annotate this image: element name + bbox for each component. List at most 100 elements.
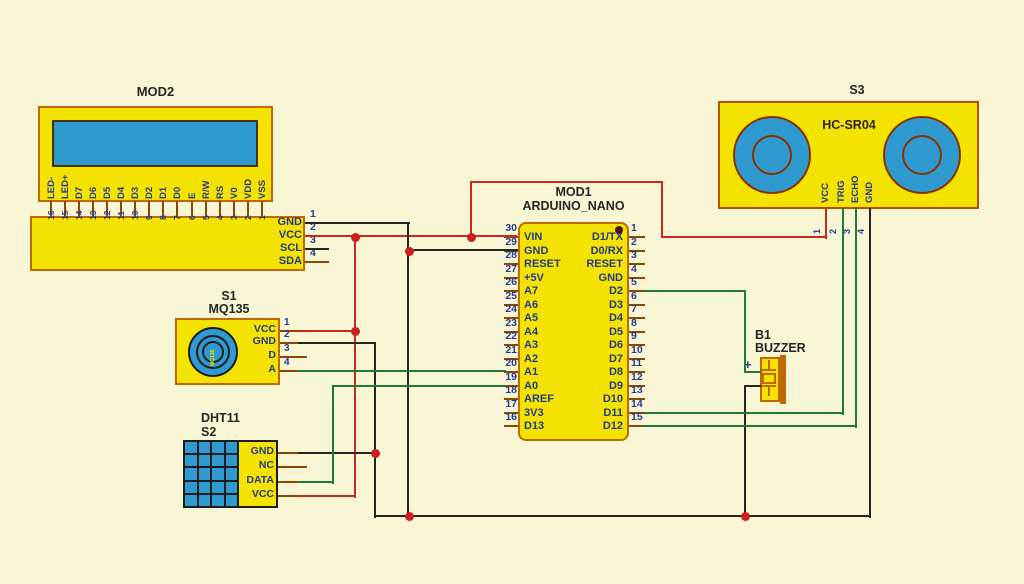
arduino-left-stub-30 bbox=[504, 236, 518, 238]
arduino-right-stub-9 bbox=[629, 344, 645, 346]
arduino-right-stub-4 bbox=[629, 277, 645, 279]
arduino-right-number-10: 10 bbox=[631, 344, 643, 356]
arduino-right-stub-5 bbox=[629, 290, 645, 292]
dht-grid-cell bbox=[212, 455, 224, 467]
lcd-pin-stub-12 bbox=[106, 201, 108, 217]
arduino-right-label-D10: D10 bbox=[602, 393, 623, 405]
wire-vcc-mq135 bbox=[298, 330, 356, 332]
backpack-pin-label-SDA: SDA bbox=[278, 255, 302, 267]
ultrasonic-transducer-right-ring bbox=[902, 135, 942, 175]
arduino-left-label-AREF: AREF bbox=[524, 393, 554, 405]
buzzer-symbol-top-stem bbox=[768, 360, 770, 370]
lcd-pin-stub-15 bbox=[64, 201, 66, 217]
arduino-left-stub-27 bbox=[504, 277, 518, 279]
wire-d2-buzzer-h bbox=[644, 290, 746, 292]
dht-grid-cell bbox=[185, 442, 197, 454]
arduino-right-label-D3: D3 bbox=[608, 299, 623, 311]
arduino-left-number-19: 19 bbox=[505, 371, 517, 383]
dht-grid-cell bbox=[198, 494, 210, 506]
arduino-left-stub-25 bbox=[504, 304, 518, 306]
i2c-backpack-body bbox=[30, 216, 305, 271]
dht-grid-cell bbox=[212, 494, 224, 506]
gas-sensor-pin-label-GND: GND bbox=[252, 335, 276, 347]
arduino-right-number-9: 9 bbox=[631, 330, 637, 342]
dht-sensor-pin-label-NC: NC bbox=[258, 459, 274, 471]
wire-d11-trig-h bbox=[644, 412, 844, 414]
buzzer-symbol-top-bar bbox=[762, 369, 776, 371]
wire-gnd-to-arduino bbox=[408, 249, 518, 251]
arduino-left-label-D13: D13 bbox=[524, 420, 545, 432]
arduino-left-number-28: 28 bbox=[505, 249, 517, 261]
arduino-right-stub-2 bbox=[629, 250, 645, 252]
gas-sensor-pin-number-2: 2 bbox=[284, 329, 290, 340]
arduino-left-number-26: 26 bbox=[505, 276, 517, 288]
arduino-right-stub-8 bbox=[629, 331, 645, 333]
arduino-right-stub-12 bbox=[629, 385, 645, 387]
arduino-left-label-A4: A4 bbox=[524, 326, 539, 338]
arduino-right-stub-6 bbox=[629, 304, 645, 306]
arduino-left-stub-24 bbox=[504, 317, 518, 319]
gas-sensor-pin-number-4: 4 bbox=[284, 357, 290, 368]
arduino-ref: MOD1 bbox=[555, 185, 592, 199]
wire-dht-data-to-a0 bbox=[333, 385, 506, 387]
gas-sensor-pin-label-D: D bbox=[268, 349, 276, 361]
arduino-left-number-29: 29 bbox=[505, 236, 517, 248]
arduino-left-stub-19 bbox=[504, 385, 518, 387]
ultrasonic-ref: S3 bbox=[849, 83, 865, 97]
arduino-left-label-A7: A7 bbox=[524, 285, 539, 297]
arduino-left-number-24: 24 bbox=[505, 303, 517, 315]
gas-sensor-stub-4 bbox=[280, 370, 302, 372]
lcd-pin-stub-13 bbox=[92, 201, 94, 217]
arduino-left-number-21: 21 bbox=[505, 344, 517, 356]
arduino-left-label-A1: A1 bbox=[524, 366, 539, 378]
dht-sensor-stub-NC bbox=[278, 466, 307, 468]
dht-sensor-stub-DATA bbox=[278, 481, 298, 483]
dht-sensor-stub-VCC bbox=[278, 495, 298, 497]
gas-sensor-stub-3 bbox=[280, 356, 307, 358]
wire-buzzer-minus bbox=[745, 385, 761, 387]
dht-grid-cell bbox=[198, 455, 210, 467]
arduino-right-label-D11: D11 bbox=[603, 407, 623, 419]
arduino-right-number-2: 2 bbox=[631, 236, 637, 248]
arduino-right-label-GND: GND bbox=[598, 272, 623, 284]
arduino-right-number-14: 14 bbox=[631, 398, 643, 410]
arduino-left-stub-17 bbox=[504, 412, 518, 414]
arduino-body bbox=[518, 222, 629, 441]
lcd-pin-stub-3 bbox=[233, 201, 235, 217]
lcd-pin-stub-6 bbox=[191, 201, 193, 217]
dht-grid-cell bbox=[185, 494, 197, 506]
arduino-right-number-6: 6 bbox=[631, 290, 637, 302]
gas-sensor-pin-label-A: A bbox=[268, 363, 276, 375]
arduino-right-number-8: 8 bbox=[631, 317, 637, 329]
backpack-pin-label-GND: GND bbox=[277, 216, 302, 228]
wire-vcc-hcsr04-stub bbox=[825, 208, 827, 239]
dht-sensor-grid bbox=[183, 440, 239, 508]
arduino-right-label-RESET: RESET bbox=[586, 258, 623, 270]
arduino-left-stub-28 bbox=[504, 263, 518, 265]
junction-vcc-hcsr04 bbox=[466, 232, 476, 242]
lcd-pin-stub-1 bbox=[261, 201, 263, 217]
dht-grid-cell bbox=[225, 494, 237, 506]
dht-grid-cell bbox=[198, 442, 210, 454]
arduino-right-label-D0/RX: D0/RX bbox=[590, 245, 623, 257]
junction-gnd-rail bbox=[404, 511, 414, 521]
lcd-pin-stub-10 bbox=[134, 201, 136, 217]
arduino-right-number-4: 4 bbox=[631, 263, 637, 275]
arduino-left-label-A0: A0 bbox=[524, 380, 539, 392]
junction-gnd-buzzer bbox=[740, 511, 750, 521]
wire-dht-data-h bbox=[298, 481, 334, 483]
arduino-right-stub-13 bbox=[629, 398, 645, 400]
dht-sensor-pin-label-GND: GND bbox=[250, 445, 274, 457]
arduino-left-stub-22 bbox=[504, 344, 518, 346]
arduino-left-number-22: 22 bbox=[505, 330, 517, 342]
arduino-left-number-30: 30 bbox=[505, 222, 517, 234]
wire-echo-v bbox=[855, 208, 857, 428]
wire-vcc-dht bbox=[298, 495, 356, 497]
dht-grid-cell bbox=[225, 455, 237, 467]
arduino-left-stub-23 bbox=[504, 331, 518, 333]
arduino-left-label-RESET: RESET bbox=[524, 258, 561, 270]
dht-sensor-stub-GND bbox=[278, 452, 298, 454]
wire-buzzer-minus-drop bbox=[744, 385, 746, 518]
arduino-right-label-D8: D8 bbox=[608, 366, 623, 378]
